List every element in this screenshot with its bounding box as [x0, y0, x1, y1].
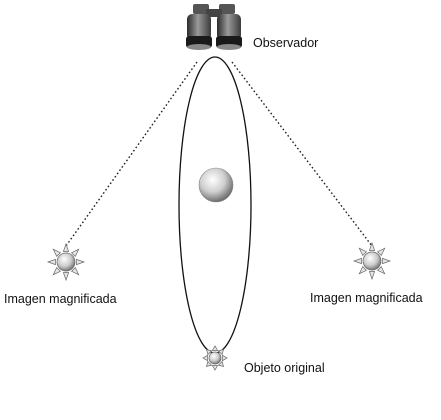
bent-light-path [178, 56, 252, 354]
sun-icon [352, 241, 392, 281]
binoculars-icon [186, 4, 242, 50]
light-path-right [231, 61, 373, 247]
light-path-left [65, 61, 198, 247]
sun-icon [46, 242, 86, 282]
sun-icon [202, 345, 228, 371]
observer-label: Observador [253, 36, 318, 50]
magnified-image-label-right: Imagen magnificada [310, 291, 423, 305]
magnified-image-label-left: Imagen magnificada [4, 292, 117, 306]
lensing-sphere [198, 167, 234, 203]
original-object-label: Objeto original [244, 361, 325, 375]
